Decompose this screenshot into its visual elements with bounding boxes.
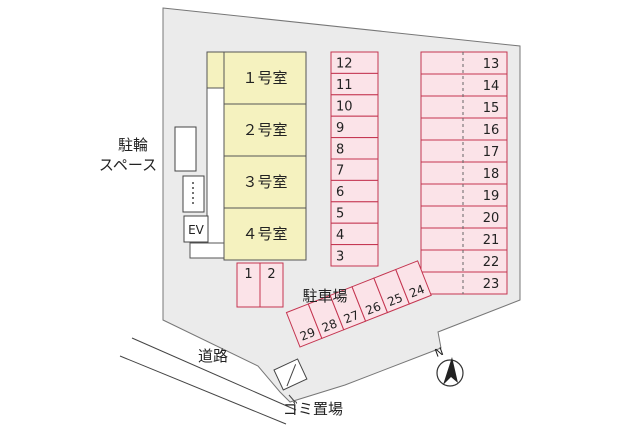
parking-space-number: 5 [336,207,344,222]
elevator [183,215,209,243]
parking-space-number: 24 [407,282,426,301]
parking-space-number: 7 [336,164,344,179]
compass-icon: N [433,345,464,387]
parking-space-number: 28 [320,316,339,335]
room-unit [223,103,307,157]
parking-right-column: 13 14 15 16 17 18 19 20 21 22 23 [420,51,508,295]
room-label: １号室 [242,69,287,87]
parking-space-number: 1 [244,267,252,282]
parking-space-number: 21 [483,233,500,248]
room-label: ４号室 [242,225,287,243]
garbage-label: ゴミ置場 [283,400,343,418]
room-label: ３号室 [242,173,287,191]
parking-space-number: 2 [267,267,275,282]
road-line [131,337,297,411]
parking-space-number: 13 [483,57,500,72]
room-unit [206,51,225,89]
parking-space-number: 27 [342,308,361,327]
parking-space-number: 17 [483,145,500,160]
parking-space-number: 8 [336,142,344,157]
svg-text:N: N [433,345,445,360]
parking-space-number: 4 [336,228,344,243]
parking-space-number: 10 [336,100,353,115]
garbage-leader [288,394,296,403]
bike-space [174,126,197,172]
parking-space [259,262,284,308]
room-label: ２号室 [242,121,287,139]
parking-space-number: 11 [336,78,353,93]
building-corridor [206,87,225,257]
parking-space-number: 23 [483,277,500,292]
garbage-area [273,358,308,391]
parking-space-number: 22 [483,255,500,270]
elevator-label: EV [188,223,205,237]
road-label: 道路 [198,347,228,365]
room-unit [223,207,307,261]
parking-space [395,260,432,305]
building: １号室 ２号室 ３号室 ４号室 [189,51,307,261]
parking-space-number: 14 [483,79,500,94]
parking-label: 駐車場 [302,287,347,305]
room-unit [223,155,307,209]
parking-space-number: 25 [385,291,404,310]
parking-space-number: 15 [483,101,500,116]
parking-space-number: 29 [298,325,317,344]
parking-space-number: 9 [336,121,344,136]
parking-space-number: 26 [364,299,383,318]
parking-space-number: 19 [483,189,500,204]
parking-space-number: 16 [483,123,500,138]
parking-space-number: 18 [483,167,500,182]
parking-space-number: 3 [336,249,344,264]
parking-space [330,244,379,267]
parking-space-number: 20 [483,211,500,226]
parking-middle-column: 12 11 10 9 8 7 6 5 4 3 [330,51,379,267]
parking-space-number: 6 [336,185,344,200]
bike-space-label: スペース [99,156,157,174]
bike-space-label: 駐輪 [118,136,148,154]
building-walkway [189,242,225,259]
parking-space-number: 12 [336,57,353,72]
road-line [119,355,287,425]
